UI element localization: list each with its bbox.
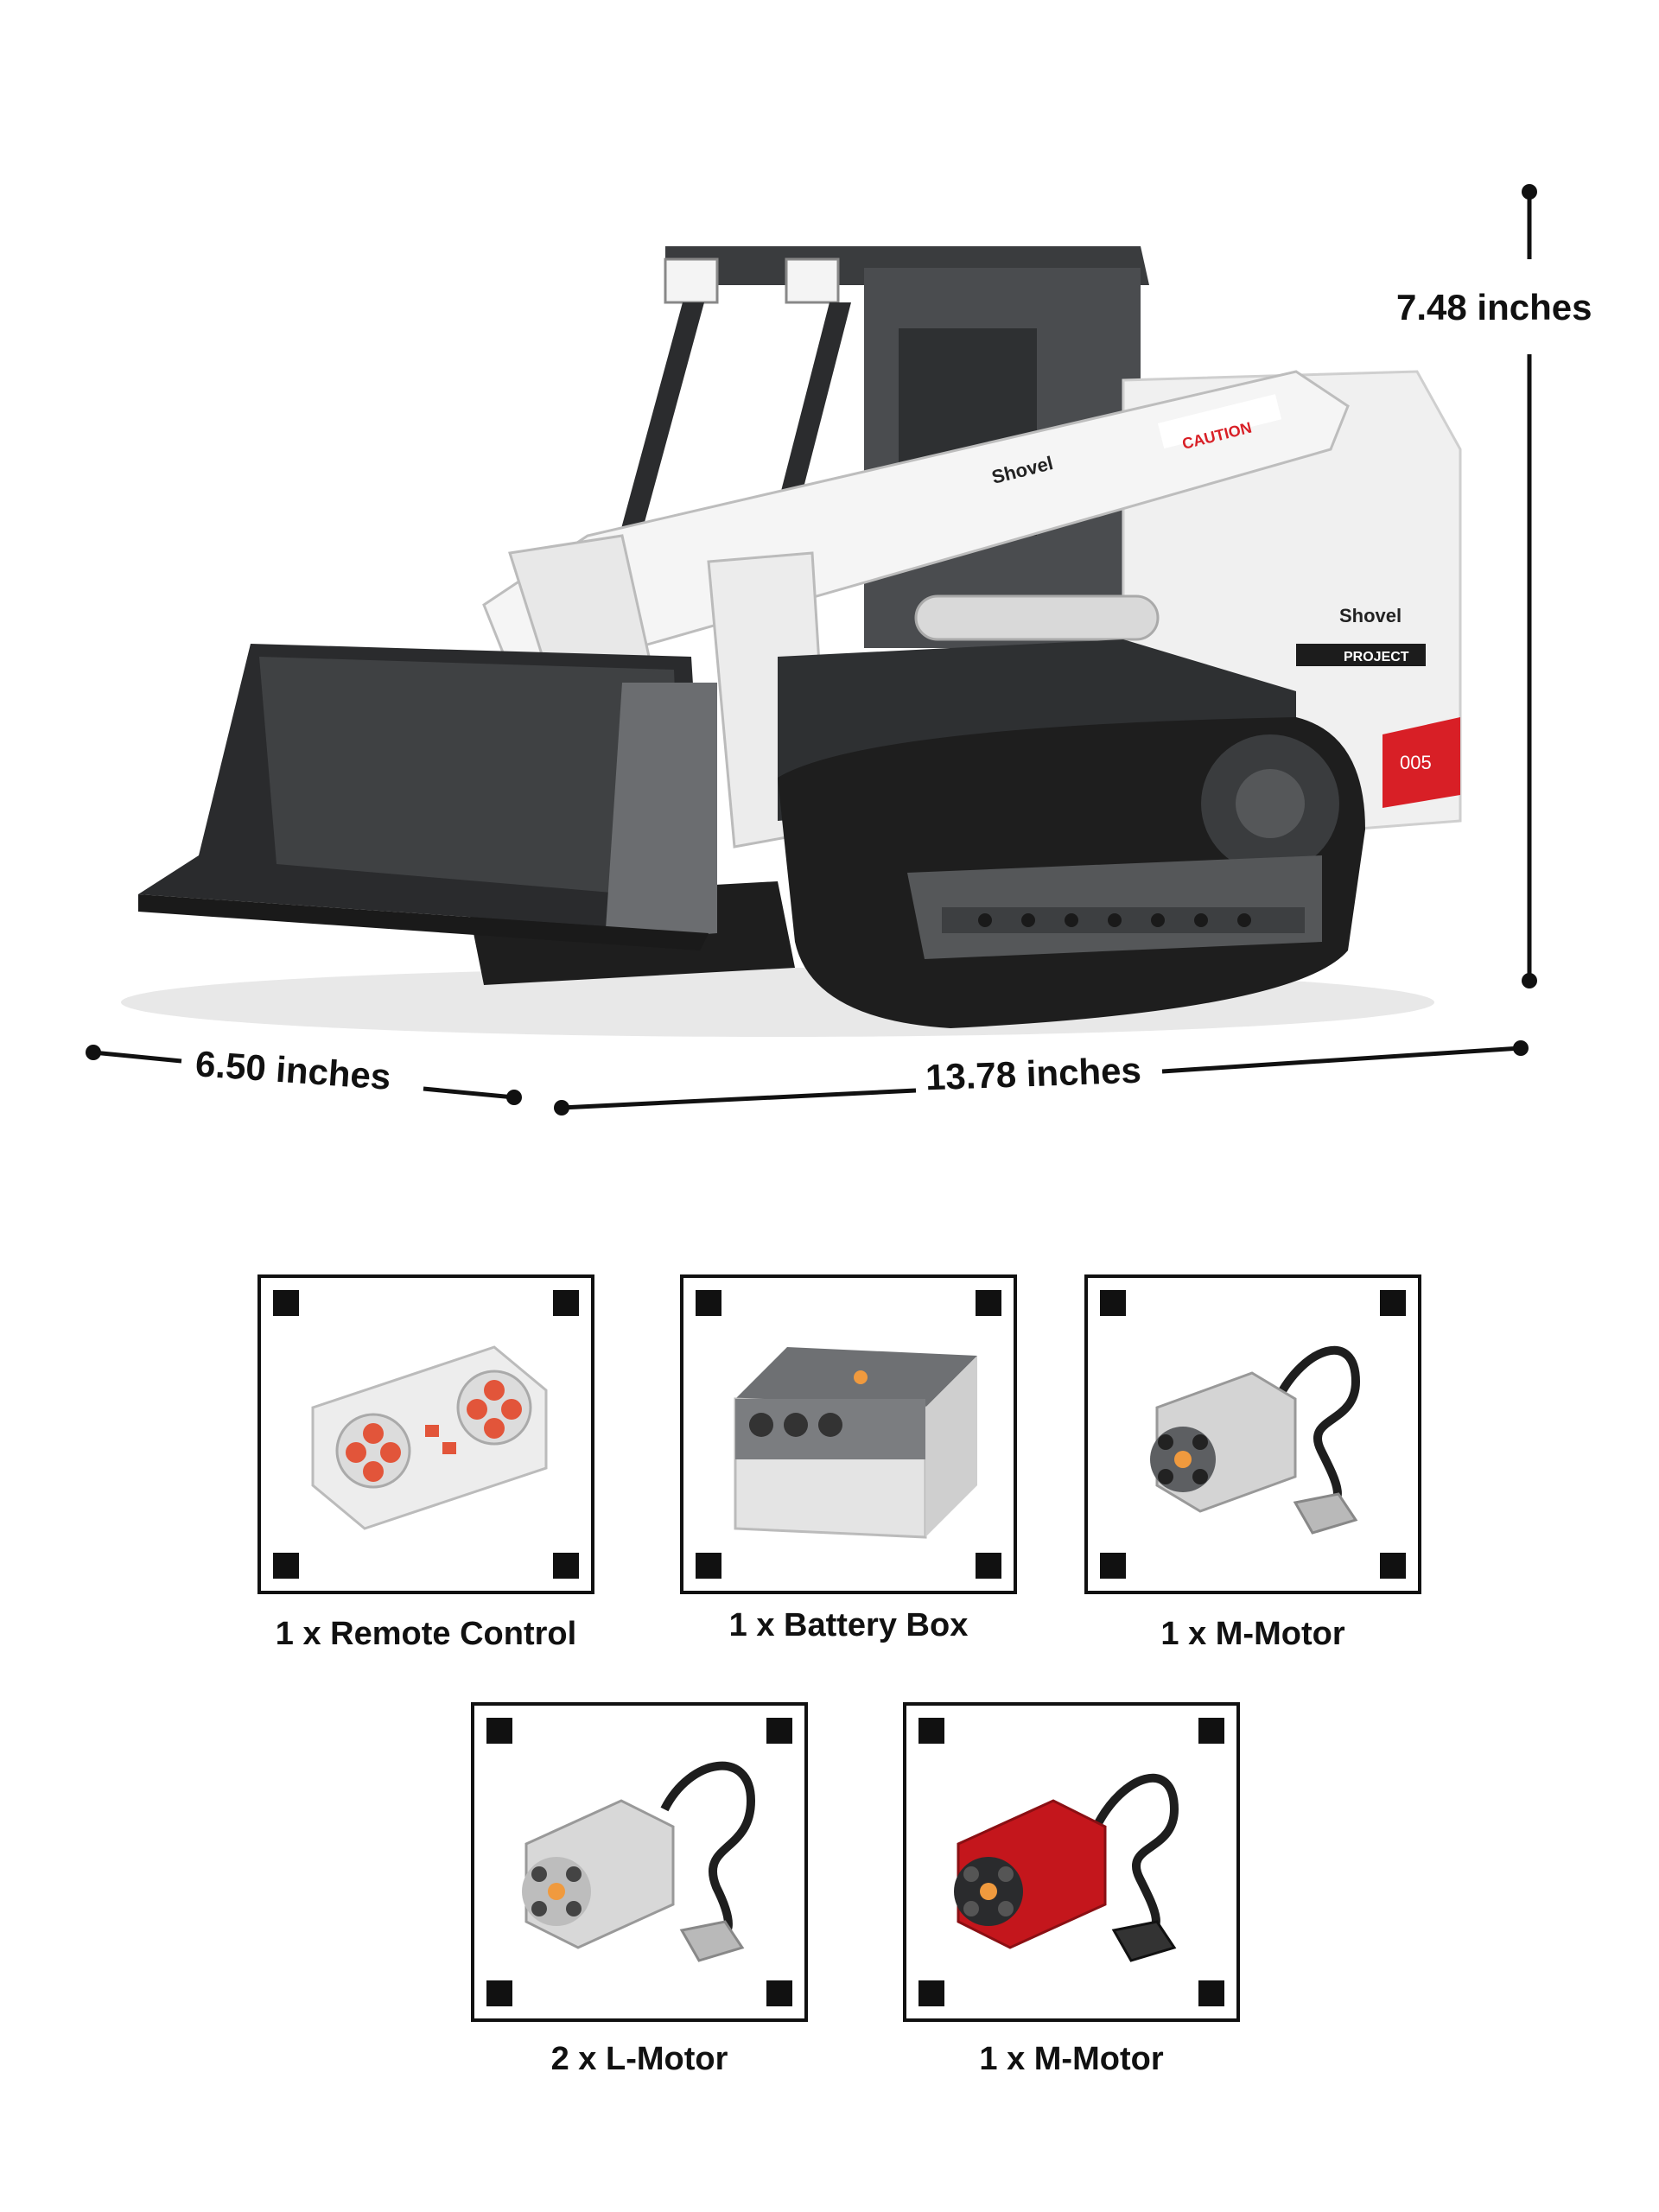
length-dimension-label: 13.78 inches bbox=[919, 1050, 1147, 1097]
battery-box-icon bbox=[734, 1347, 977, 1539]
height-dimension-label: 7.48 inches bbox=[1391, 289, 1598, 326]
item-label-l-motor: 2 x L-Motor bbox=[550, 2041, 728, 2077]
body-brand-text: Shovel bbox=[1339, 605, 1402, 626]
remote-control-icon bbox=[311, 1345, 548, 1530]
m-motor-grey-icon bbox=[1150, 1345, 1361, 1535]
item-label-remote-control: 1 x Remote Control bbox=[275, 1616, 577, 1652]
item-card-l-motor bbox=[471, 1702, 808, 2022]
item-card-m-motor-grey bbox=[1084, 1274, 1421, 1594]
model-number-text: 005 bbox=[1400, 752, 1432, 773]
l-motor-icon bbox=[522, 1761, 756, 1962]
item-card-remote-control bbox=[257, 1274, 594, 1594]
item-card-battery-box bbox=[680, 1274, 1017, 1594]
item-label-battery-box: 1 x Battery Box bbox=[728, 1607, 969, 1643]
item-label-m-motor-red: 1 x M-Motor bbox=[979, 2041, 1164, 2077]
project-text: PROJECT bbox=[1344, 650, 1409, 664]
loader-illustration: 005 Shovel CAUTION Shovel PROJECT bbox=[86, 184, 1537, 1116]
item-label-m-motor-grey: 1 x M-Motor bbox=[1160, 1616, 1345, 1652]
m-motor-red-icon bbox=[954, 1773, 1179, 1962]
item-card-m-motor-red bbox=[903, 1702, 1240, 2022]
